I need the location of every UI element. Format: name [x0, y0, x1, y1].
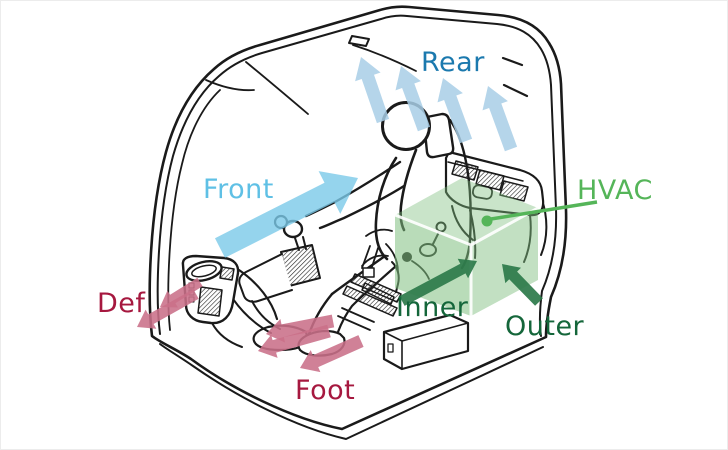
vent-grille-icon: [499, 180, 529, 202]
foot-airflow-arrow: [300, 335, 364, 373]
rear-label: Rear: [421, 47, 485, 78]
seat-base-machinery: [337, 228, 430, 331]
inner-label: Inner: [396, 292, 469, 323]
hvac-leader-dot: [481, 215, 493, 227]
vent-grille-icon: [451, 160, 479, 181]
hvac-label: HVAC: [577, 175, 653, 206]
outer-label: Outer: [505, 311, 585, 342]
cab-line-art: [148, 5, 568, 440]
foot-label: Foot: [295, 375, 355, 406]
hvac-leader-line: [490, 200, 598, 221]
rear-airflow-arrow: [395, 66, 431, 132]
vent-grille-icon: [475, 169, 505, 191]
labels: Rear Front HVAC Def Foot Inner Outer: [97, 47, 653, 406]
foot-airflow-arrow: [258, 324, 331, 358]
keypad-icon: [197, 286, 223, 317]
monitor-pod: [181, 254, 279, 348]
rear-airflow-arrow: [437, 78, 473, 144]
under-seat-box: [382, 313, 470, 371]
def-label: Def: [97, 288, 146, 319]
rear-airflow-arrow: [482, 86, 518, 152]
def-airflow-arrow: [137, 289, 199, 329]
rear-airflow-arrows: [355, 57, 518, 152]
def-airflow-arrows: [137, 277, 203, 329]
rear-airflow-arrow: [355, 57, 390, 124]
inner-intake-arrow: [399, 258, 477, 306]
left-joystick-console: [238, 236, 321, 330]
front-label: Front: [203, 174, 274, 205]
front-airflow-arrow: [215, 171, 358, 258]
def-airflow-arrow: [160, 277, 203, 308]
foot-airflow-arrows: [258, 314, 364, 373]
foot-airflow-arrow: [266, 314, 335, 343]
outer-intake-arrow: [502, 264, 543, 306]
keypad-icon: [219, 266, 235, 281]
